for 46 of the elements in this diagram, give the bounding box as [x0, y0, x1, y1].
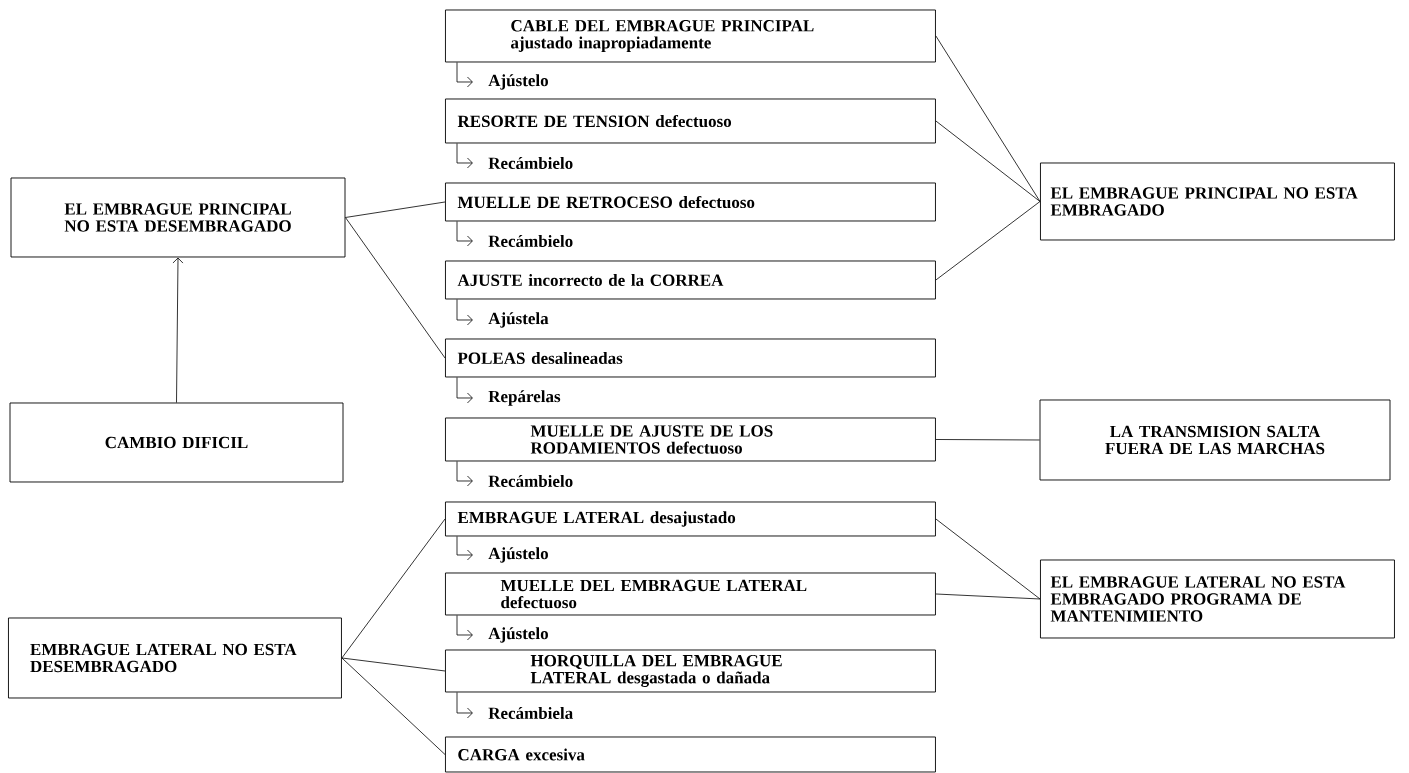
- action-text: Ajústelo: [488, 627, 548, 643]
- text-box: HORQUILLA DEL EMBRAGUE LATERAL desgastada o dañada: [445, 649, 936, 693]
- text-box: MUELLE DE RETROCESO defectuoso: [445, 182, 936, 222]
- text-box: RESORTE DE TENSION defectuoso: [445, 98, 936, 144]
- connector-line: [341, 518, 446, 659]
- action-text: Ajústelo: [488, 547, 548, 563]
- connector-line: [341, 657, 446, 755]
- text-box: AJUSTE incorrecto de la CORREA: [445, 260, 936, 300]
- hook-arrow: [456, 299, 473, 326]
- hook-arrow: [456, 377, 473, 404]
- text-box: EMBRAGUE LATERAL desajustado: [445, 501, 936, 537]
- text-box: EMBRAGUE LATERAL NO ESTA DESEMBRAGADO: [8, 617, 342, 699]
- hook-arrow: [456, 62, 473, 88]
- hook-arrow: [456, 536, 473, 561]
- connector-line: [935, 439, 1040, 441]
- connector-line: [341, 657, 446, 672]
- connector-line: [935, 120, 1041, 202]
- hook-arrow: [456, 143, 473, 169]
- connector-line: [935, 518, 1041, 600]
- hook-arrow: [456, 692, 473, 719]
- text-box: MUELLE DEL EMBRAGUE LATERAL defectuoso: [445, 572, 936, 616]
- hook-arrow: [456, 615, 473, 641]
- text-box: EL EMBRAGUE PRINCIPAL NO ESTA EMBRAGADO: [1040, 162, 1395, 241]
- connector-line: [935, 201, 1041, 281]
- action-text: Ajústelo: [488, 74, 548, 90]
- connector-line: [935, 35, 1041, 202]
- text-box: CARGA excesiva: [445, 736, 936, 773]
- text-box: MUELLE DE AJUSTE DE LOS RODAMIENTOS defectuoso: [445, 417, 936, 462]
- action-text: Recámbielo: [488, 235, 573, 247]
- hook-arrow: [456, 221, 473, 247]
- arrow: [172, 257, 184, 403]
- hook-arrow: [456, 461, 473, 487]
- text-box: EL EMBRAGUE PRINCIPAL NO ESTA DESEMBRAGADO: [10, 177, 346, 258]
- action-text: Repárelas: [488, 390, 561, 406]
- text-box: POLEAS desalineadas: [445, 338, 936, 378]
- connector-line: [935, 593, 1041, 600]
- text-box: LA TRANSMISION SALTA FUERA DE LAS MARCHAS: [1039, 399, 1391, 481]
- connector-line: [345, 217, 446, 359]
- connector-line: [345, 201, 446, 218]
- action-text: Ajústela: [488, 312, 549, 328]
- action-text: Recámbiela: [488, 707, 573, 719]
- text-box: CAMBIO DIFICIL: [9, 402, 344, 483]
- action-text: Recámbielo: [488, 157, 573, 169]
- text-box: EL EMBRAGUE LATERAL NO ESTA EMBRAGADO PROGRAMA DE MANTENIMIENTO: [1040, 559, 1395, 639]
- text-box: CABLE DEL EMBRAGUE PRINCIPAL ajustado inapropiadamente: [445, 9, 936, 63]
- action-text: Recámbielo: [488, 475, 573, 487]
